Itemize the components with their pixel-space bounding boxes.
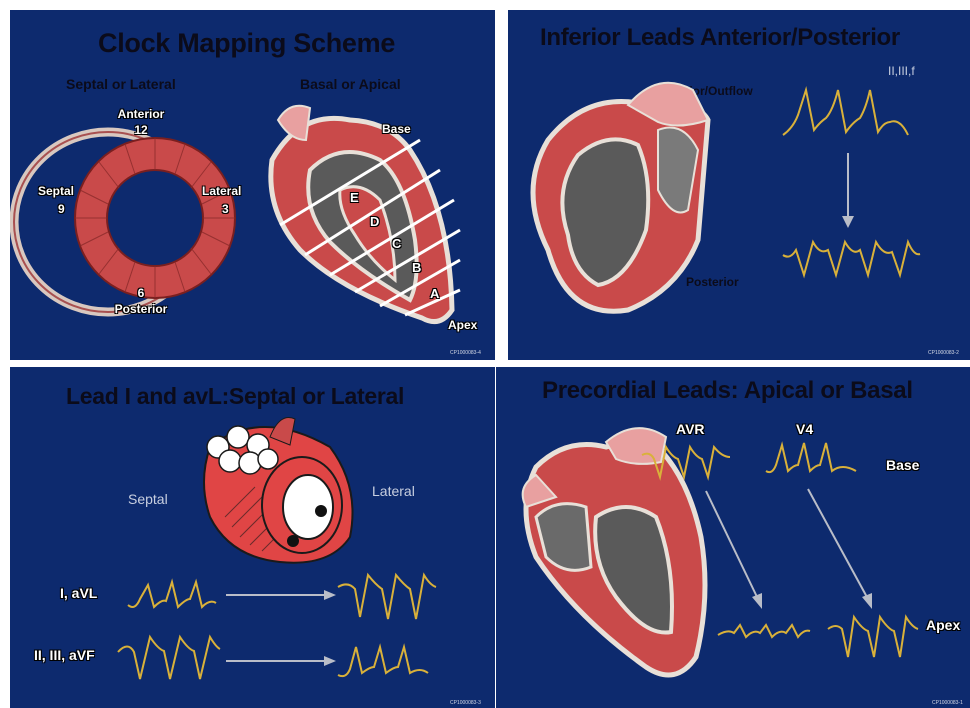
clock-code: CP1000083-4 xyxy=(450,350,481,356)
ecg-v4-apex xyxy=(828,617,918,657)
v4-arrowhead xyxy=(862,593,872,609)
label-6: 6 xyxy=(106,286,176,300)
ecg-bottom xyxy=(783,242,920,275)
heart-section-inferior xyxy=(533,83,708,312)
panel-lead-i-avl: Lead I and avL:Septal or Lateral Septal … xyxy=(10,367,495,708)
label-septal: Septal xyxy=(38,184,74,198)
inferior-illustration xyxy=(508,10,970,360)
v4-arrow xyxy=(808,489,868,599)
ecg-lead2-left xyxy=(118,637,220,679)
heart-cartoon xyxy=(204,417,353,562)
ecg-v4-base xyxy=(766,443,856,472)
panel-precordial-leads: Precordial Leads: Apical or Basal AVR V4… xyxy=(496,367,970,708)
precordial-code: CP1000083-1 xyxy=(932,700,963,706)
label-lateral: Lateral xyxy=(202,184,241,198)
zone-c: C xyxy=(392,236,401,251)
avr-arrow xyxy=(706,491,758,599)
label-9: 9 xyxy=(58,202,65,216)
label-posterior: Posterior xyxy=(106,302,176,316)
avr-arrowhead xyxy=(752,593,762,609)
heart-section-precordial xyxy=(523,428,705,675)
ecg-lead1-left xyxy=(128,582,216,607)
label-anterior: Anterior xyxy=(106,107,176,121)
panel-inferior-leads: Inferior Leads Anterior/Posterior II,III… xyxy=(508,10,970,360)
ecg-lead2-right xyxy=(338,647,428,676)
precordial-illustration xyxy=(496,367,970,708)
lead1-code: CP1000083-3 xyxy=(450,700,481,706)
inferior-arrowhead xyxy=(842,216,854,228)
zone-d: D xyxy=(370,214,379,229)
zone-b: B xyxy=(412,260,421,275)
lead1-arrowhead-row1 xyxy=(324,590,336,600)
lead1-arrowhead-row2 xyxy=(324,656,336,666)
ecg-avr-apex xyxy=(718,625,810,637)
zone-e: E xyxy=(350,190,359,205)
inferior-code: CP1000083-2 xyxy=(928,350,959,356)
zone-a: A xyxy=(430,286,439,301)
lead1-illustration xyxy=(10,367,495,708)
label-base: Base xyxy=(382,122,411,136)
panel-clock-mapping: Clock Mapping Scheme Septal or Lateral B… xyxy=(10,10,495,360)
label-apex: Apex xyxy=(448,318,477,332)
ecg-lead1-right xyxy=(338,575,436,619)
ecg-top xyxy=(783,90,908,135)
clock-illustration xyxy=(10,10,495,360)
ring-lumen xyxy=(107,170,203,266)
label-3: 3 xyxy=(222,202,229,216)
label-12: 12 xyxy=(106,123,176,137)
